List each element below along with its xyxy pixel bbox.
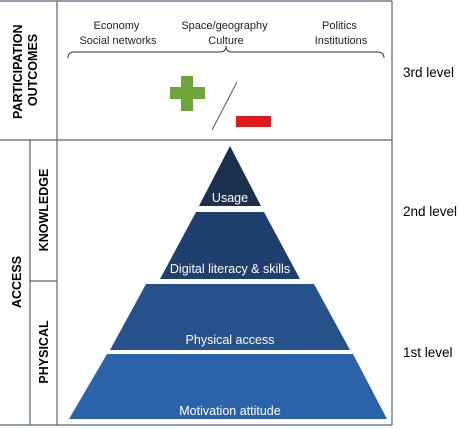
pyramid-tier-motivation xyxy=(69,354,387,419)
tier-label-physical-access: Physical access xyxy=(186,333,275,347)
outcomes-brace xyxy=(67,45,385,59)
level-3-label: 3rd level xyxy=(403,65,454,80)
access-label: ACCESS xyxy=(10,256,24,308)
tier-label-motivation: Motivation attitude xyxy=(179,404,280,418)
tier-label-digital-literacy: Digital literacy & skills xyxy=(170,262,290,276)
slash-divider xyxy=(211,81,238,131)
outcome-space-geography: Space/geography Culture xyxy=(181,20,270,47)
level-1-label: 1st level xyxy=(403,345,453,360)
pyramid-tier-physical-access xyxy=(110,284,350,350)
plus-icon xyxy=(170,76,205,111)
plus-icon-horizontal xyxy=(170,87,205,99)
pyramid-tier-usage xyxy=(199,146,261,206)
participation-outcomes-label: PARTICIPATION OUTCOMES xyxy=(11,21,40,119)
outcome-politics: Politics Institutions xyxy=(315,20,368,47)
tier-label-usage: Usage xyxy=(212,191,248,205)
minus-icon xyxy=(236,116,271,127)
knowledge-label: KNOWLEDGE xyxy=(37,169,51,252)
level-2-label: 2nd level xyxy=(403,204,457,219)
outcome-economy: Economy Social networks xyxy=(79,20,157,47)
pyramid-tier-digital-literacy xyxy=(160,212,300,279)
physical-label: PHYSICAL xyxy=(37,320,51,384)
